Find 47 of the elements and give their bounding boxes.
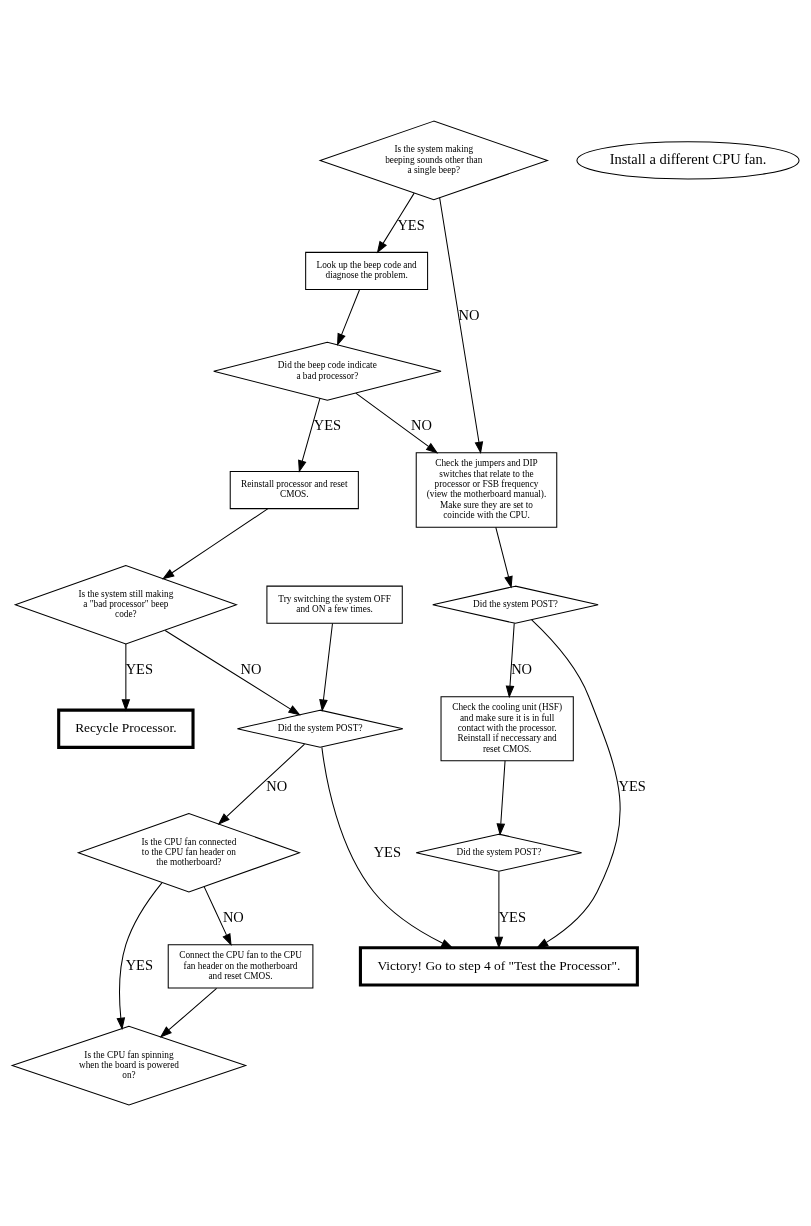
edge-label: YES — [125, 661, 153, 678]
arrow — [494, 871, 504, 950]
node-diamond: Did the system POST? — [415, 833, 583, 872]
arrow — [495, 526, 513, 589]
edge-label: YES — [373, 843, 401, 860]
arrow — [164, 629, 301, 716]
edge-label: YES — [618, 777, 646, 794]
node-diamond: Did the system POST? — [432, 585, 599, 624]
edge-label: YES — [313, 417, 342, 434]
arrow — [298, 397, 321, 473]
node-box: Check the jumpers and DIP switches that relate to the processor or FSB frequency (view the motherboard manual). Make sure they are set to coincide with the CPU. — [415, 452, 558, 528]
arrow — [203, 886, 232, 947]
node-diamond: Is the system making beeping sounds other than a single beep? — [318, 120, 550, 201]
node-diamond: Is the system still making a "bad processor" beep code? — [13, 564, 238, 645]
arrow — [496, 760, 506, 836]
arrow — [159, 987, 218, 1038]
arrow — [319, 623, 333, 712]
node-box: Try switching the system OFF and ON a few times. — [266, 585, 403, 624]
edge-label: NO — [222, 909, 244, 926]
arrow — [439, 197, 484, 455]
edge-label: NO — [458, 306, 480, 323]
arrow — [161, 508, 269, 580]
node-diamond: Did the system POST? — [236, 709, 404, 748]
arrow — [355, 392, 439, 454]
edge-label: NO — [511, 661, 533, 678]
edge-label: YES — [397, 216, 425, 233]
arrow — [337, 289, 360, 346]
node-box: Reinstall processor and reset CMOS. — [229, 470, 359, 510]
node-diamond: Did the beep code indicate a bad processor? — [213, 341, 442, 401]
edge-label: YES — [498, 909, 526, 926]
node-box: Connect the CPU fan to the CPU fan header on the motherboard and reset CMOS. — [167, 944, 314, 989]
node-box: Recycle Processor. — [57, 708, 195, 749]
node-ellipse: Install a different CPU fan. — [576, 141, 800, 180]
arrow — [217, 743, 306, 825]
arrow — [116, 882, 163, 1031]
arrow — [531, 619, 621, 949]
arrow — [121, 643, 131, 712]
node-box: Victory! Go to step 4 of "Test the Processor". — [358, 946, 639, 987]
arrow — [321, 746, 454, 949]
arrow — [376, 192, 415, 254]
node-box: Check the cooling unit (HSF) and make sure it is in full contact with the processor. Reinstall if neccessary and reset CMOS. — [440, 696, 574, 762]
edge-label: YES — [125, 957, 153, 974]
edge-label: NO — [266, 777, 288, 794]
arrow — [505, 622, 515, 699]
node-box: Look up the beep code and diagnose the problem. — [305, 251, 429, 291]
edge-label: NO — [240, 661, 262, 678]
edge-label: NO — [410, 417, 432, 434]
